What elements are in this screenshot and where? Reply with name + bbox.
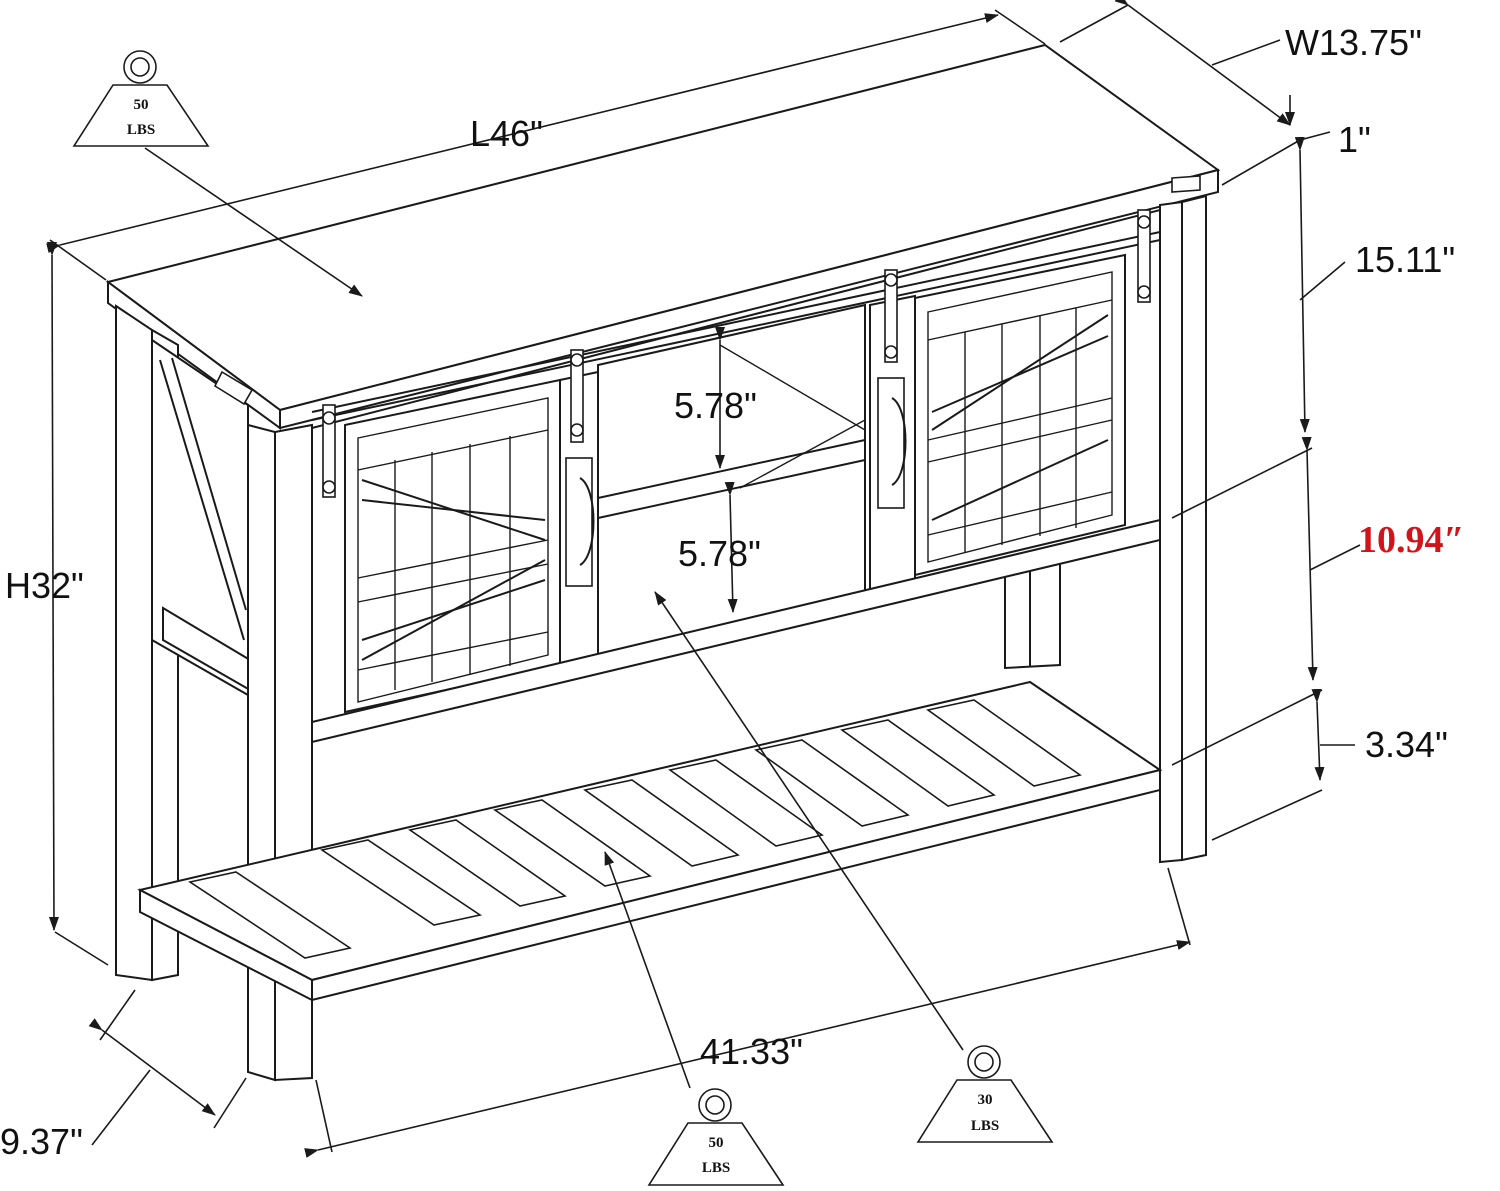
weight-badge-bottom-shelf: 50 LBS <box>647 1088 785 1186</box>
door-hanger-1 <box>322 404 336 498</box>
right-door-handle-plate <box>877 377 905 509</box>
length-label: L46" <box>470 113 543 154</box>
weight-badge-bottom-shelf-unit: LBS <box>702 1160 730 1176</box>
left-barn-door <box>344 378 561 714</box>
weight-badge-top: 50 LBS <box>72 50 210 147</box>
door-hanger-2 <box>570 349 584 443</box>
door-hanger-4 <box>1137 209 1151 303</box>
left-front-leg <box>247 423 276 1082</box>
width-label: W13.75" <box>1285 22 1422 63</box>
shelf-depth-label: 9.37" <box>0 1121 83 1162</box>
shelf-slats <box>187 699 1082 959</box>
weight-badge-compartment: 30 LBS <box>916 1045 1054 1143</box>
weight-badge-top-value: 50 <box>134 97 149 113</box>
weight-badge-compartment-unit: LBS <box>971 1118 999 1134</box>
right-front-leg <box>1159 200 1183 864</box>
console-table-drawing <box>105 43 1221 1082</box>
weight-badge-bottom-shelf-value: 50 <box>709 1135 724 1151</box>
left-door-handle-plate <box>565 457 593 587</box>
cabinet-clearance-label: 10.94″ <box>1358 519 1465 561</box>
left-rear-leg <box>115 304 153 982</box>
top-thickness-label: 1" <box>1338 119 1371 160</box>
cabinet-apron <box>311 518 1161 744</box>
upper-section-label: 15.11" <box>1355 239 1455 280</box>
weight-badge-compartment-value: 30 <box>978 1092 993 1108</box>
track-bracket-right <box>1171 175 1201 193</box>
dimension-labels: L46" W13.75" 1" 15.11" 10.94″ 3.34" H32"… <box>0 22 1465 1162</box>
compartment-upper-label: 5.78" <box>674 385 757 426</box>
shelf-length-label: 41.33" <box>700 1031 803 1072</box>
door-hanger-3 <box>884 269 898 363</box>
dimension-lines <box>46 0 1361 1158</box>
right-front-leg-side <box>1181 194 1207 862</box>
right-barn-door <box>914 253 1126 577</box>
track-bracket-left <box>213 370 254 406</box>
height-label: H32" <box>5 565 84 606</box>
bottom-gap-label: 3.34" <box>1365 724 1448 765</box>
weight-badge-top-unit: LBS <box>127 122 155 138</box>
compartment-lower-label: 5.78" <box>678 533 761 574</box>
